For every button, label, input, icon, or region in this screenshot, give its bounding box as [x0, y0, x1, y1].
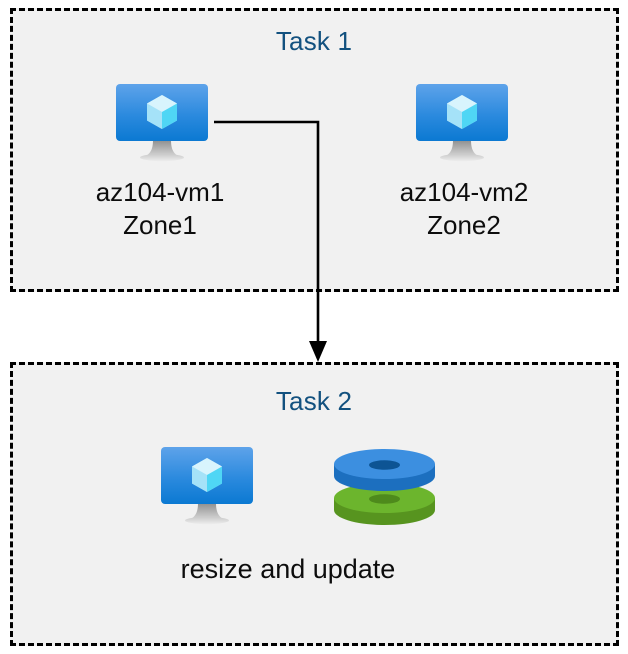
task-1-title: Task 1: [275, 26, 353, 56]
virtual-machine-icon: [155, 443, 259, 527]
task-2-caption: resize and update: [180, 554, 396, 584]
vm1-label: az104-vm1 Zone1: [95, 177, 225, 240]
disks-icon: [330, 444, 444, 528]
vm2-label: az104-vm2 Zone2: [399, 177, 529, 240]
task-2-container: [10, 362, 619, 646]
virtual-machine-icon: [410, 80, 514, 164]
virtual-machine-icon: [110, 80, 214, 164]
task-2-title: Task 2: [275, 386, 353, 416]
